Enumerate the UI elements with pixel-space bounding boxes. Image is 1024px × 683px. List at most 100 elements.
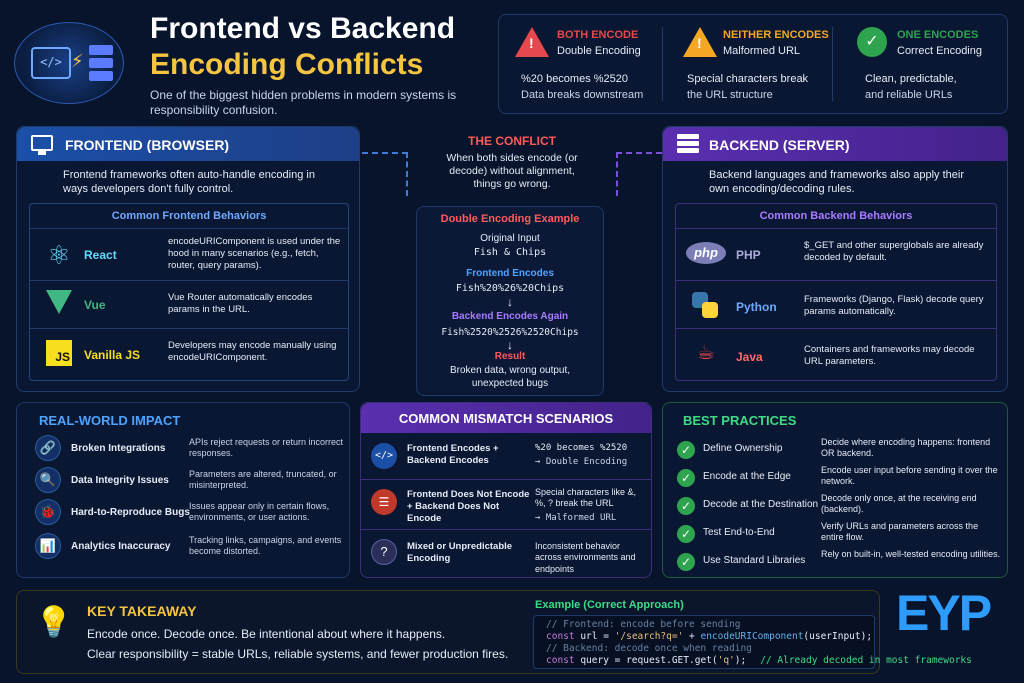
php-label: PHP bbox=[736, 248, 761, 262]
vue-desc: Vue Router automatically encodes params … bbox=[168, 292, 313, 315]
code-title: Example (Correct Approach) bbox=[535, 599, 684, 611]
code-comment: // Backend: decode once when reading bbox=[546, 643, 752, 654]
best-item-desc: Decide where encoding happens: frontend … bbox=[821, 437, 991, 459]
case-one-heading: ONE ENCODES bbox=[897, 29, 979, 41]
header-illustration: </> ⚡ bbox=[14, 22, 124, 104]
best-item-desc: Encode user input before sending it over… bbox=[821, 465, 998, 487]
conflict-heading: THE CONFLICT bbox=[468, 134, 556, 148]
result-label: Result bbox=[494, 351, 526, 362]
code-comment: // Frontend: encode before sending bbox=[546, 619, 741, 630]
impact-item-label: Analytics Inaccuracy bbox=[71, 541, 171, 552]
code-window-icon: </> bbox=[31, 47, 71, 79]
impact-item-label: Hard-to-Reproduce Bugs bbox=[71, 507, 190, 518]
impact-item-label: Data Integrity Issues bbox=[71, 475, 169, 486]
impact-heading: REAL-WORLD IMPACT bbox=[39, 413, 181, 428]
vanilla-js-desc: Developers may encode manually using enc… bbox=[168, 340, 337, 363]
java-label: Java bbox=[736, 350, 763, 364]
case-both-line2: Data breaks downstream bbox=[521, 89, 644, 101]
lightbulb-icon: 💡 bbox=[35, 606, 73, 639]
be-encodes-label: Backend Encodes Again bbox=[451, 311, 569, 322]
mismatch-heading: COMMON MISMATCH SCENARIOS bbox=[398, 411, 614, 426]
page-title-line1: Frontend vs Backend bbox=[150, 12, 456, 45]
fe-encodes-label: Frontend Encodes bbox=[466, 268, 554, 279]
backend-intro: Backend languages and frameworks also ap… bbox=[709, 169, 964, 195]
impact-item-desc: APIs reject requests or return incorrect… bbox=[189, 437, 344, 459]
mismatch-item-label: Frontend Encodes + Backend Encodes bbox=[407, 443, 499, 466]
backend-behaviors-box: Common Backend Behaviors php PHP $_GET a… bbox=[675, 203, 997, 381]
brand-logo: EYP bbox=[896, 585, 992, 641]
impact-item-label: Broken Integrations bbox=[71, 443, 166, 454]
best-item-label: Use Standard Libraries bbox=[703, 555, 806, 566]
check-icon: ✓ bbox=[677, 497, 695, 515]
best-item-label: Define Ownership bbox=[703, 443, 783, 454]
check-icon: ✓ bbox=[677, 553, 695, 571]
bar-chart-icon: 📊 bbox=[35, 533, 61, 559]
link-icon: 🔗 bbox=[35, 435, 61, 461]
monitor-icon bbox=[31, 135, 53, 151]
example-title: Double Encoding Example bbox=[440, 213, 580, 225]
backend-panel: BACKEND (SERVER) Backend languages and f… bbox=[662, 126, 1008, 392]
code-line: const query = request.GET.get('q');// Al… bbox=[546, 655, 972, 666]
mismatch-item-desc2: → Double Encoding bbox=[535, 457, 628, 467]
takeaway-line1: Encode once. Decode once. Be intentional… bbox=[87, 627, 446, 641]
case-neither-sub: Malformed URL bbox=[723, 45, 801, 57]
mismatch-item-desc1: Inconsistent behavior across environment… bbox=[535, 541, 636, 574]
frontend-heading: FRONTEND (BROWSER) bbox=[65, 137, 230, 153]
conflict-desc: When both sides encode (or decode) witho… bbox=[446, 152, 578, 191]
code-icon: </> bbox=[371, 443, 397, 469]
double-encoding-example: Double Encoding Example Original Input F… bbox=[416, 206, 604, 396]
mismatch-item-desc2: → Malformed URL bbox=[535, 513, 617, 523]
check-icon: ✓ bbox=[677, 441, 695, 459]
impact-item-desc: Parameters are altered, truncated, or mi… bbox=[189, 469, 337, 491]
mismatch-item-label: Mixed or Unpredictable Encoding bbox=[407, 541, 513, 564]
arrow-down-icon: ↓ bbox=[507, 338, 513, 352]
mismatch-item-label: Frontend Does Not Encode + Backend Does … bbox=[407, 489, 530, 524]
code-line: const url = '/search?q=' + encodeURIComp… bbox=[546, 631, 873, 642]
warning-mark: ! bbox=[529, 35, 534, 51]
page-title-line2: Encoding Conflicts bbox=[150, 48, 424, 81]
react-label: React bbox=[84, 248, 117, 262]
backend-heading: BACKEND (SERVER) bbox=[709, 137, 850, 153]
encode-cases-panel: ! BOTH ENCODE Double Encoding %20 become… bbox=[498, 14, 1008, 114]
case-both-line1: %20 becomes %2520 bbox=[521, 73, 629, 85]
mismatch-item-desc1: Special characters like &, %, ? break th… bbox=[535, 487, 637, 509]
vanilla-js-label: Vanilla JS bbox=[84, 348, 141, 362]
server-error-icon: ☰ bbox=[371, 489, 397, 515]
result-desc: Broken data, wrong output, unexpected bu… bbox=[449, 365, 571, 389]
case-neither-line2: the URL structure bbox=[687, 89, 773, 101]
react-icon: ⚛ bbox=[47, 240, 71, 270]
react-desc: encodeURIComponent is used under the hoo… bbox=[168, 236, 341, 271]
case-neither-heading: NEITHER ENCODES bbox=[723, 29, 829, 41]
arrow-down-icon: ↓ bbox=[507, 295, 513, 309]
impact-panel: REAL-WORLD IMPACT 🔗 Broken Integrations … bbox=[16, 402, 350, 578]
page-subtitle: One of the biggest hidden problems in mo… bbox=[150, 88, 457, 117]
server-icon bbox=[89, 45, 113, 81]
backend-behaviors-title: Common Backend Behaviors bbox=[759, 210, 913, 222]
best-heading: BEST PRACTICES bbox=[683, 413, 797, 428]
mismatch-panel: COMMON MISMATCH SCENARIOS </> Frontend E… bbox=[360, 402, 652, 578]
fe-encodes-value: Fish%20%26%20Chips bbox=[455, 283, 565, 294]
vue-icon bbox=[46, 290, 72, 314]
python-desc: Frameworks (Django, Flask) decode query … bbox=[804, 294, 984, 317]
php-icon: php bbox=[686, 242, 726, 264]
best-item-label: Encode at the Edge bbox=[703, 471, 791, 482]
check-icon: ✓ bbox=[677, 525, 695, 543]
impact-item-desc: Tracking links, campaigns, and events be… bbox=[189, 535, 342, 557]
case-both-sub: Double Encoding bbox=[557, 45, 641, 57]
check-icon: ✓ bbox=[677, 469, 695, 487]
be-encodes-value: Fish%2520%2526%2520Chips bbox=[441, 327, 579, 338]
impact-item-desc: Issues appear only in certain flows, env… bbox=[189, 501, 330, 523]
best-item-desc: Decode only once, at the receiving end (… bbox=[821, 493, 977, 515]
search-icon: 🔍 bbox=[35, 467, 61, 493]
warning-mark: ! bbox=[697, 35, 702, 51]
frontend-behaviors-title: Common Frontend Behaviors bbox=[111, 210, 267, 222]
code-block: // Frontend: encode before sending const… bbox=[533, 615, 972, 669]
question-icon: ? bbox=[371, 539, 397, 565]
check-circle-icon: ✓ bbox=[857, 27, 887, 57]
case-one-sub: Correct Encoding bbox=[897, 45, 982, 57]
takeaway-line2: Clear responsibility = stable URLs, reli… bbox=[87, 647, 509, 661]
frontend-intro: Frontend frameworks often auto-handle en… bbox=[63, 169, 315, 195]
case-one-line1: Clean, predictable, bbox=[865, 73, 957, 85]
best-practices-panel: BEST PRACTICES ✓ Define Ownership Decide… bbox=[662, 402, 1008, 578]
js-icon: JS bbox=[46, 340, 72, 366]
